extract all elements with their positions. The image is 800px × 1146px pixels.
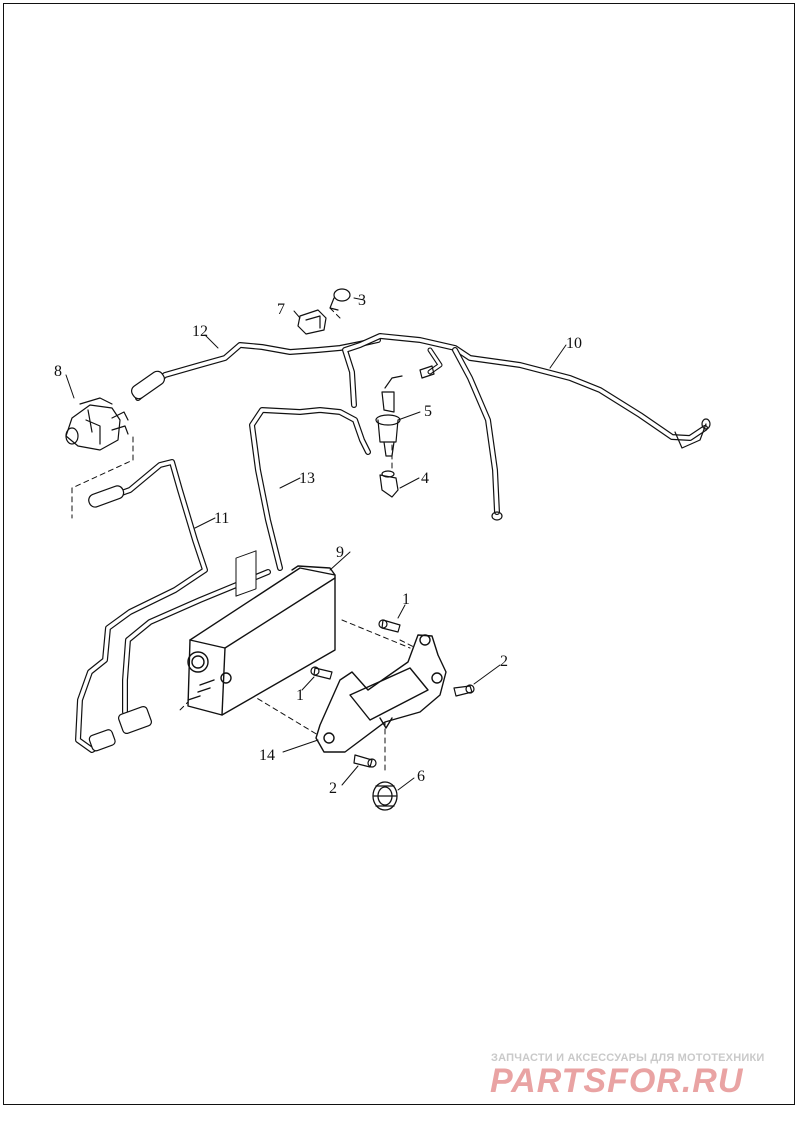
clip-7 xyxy=(297,309,327,335)
callout-14: 14 xyxy=(259,747,275,764)
elbow-4 xyxy=(379,470,399,498)
callout-13: 13 xyxy=(299,470,315,487)
callout-11: 11 xyxy=(214,510,229,527)
screw-1-lower xyxy=(310,666,333,680)
callout-9: 9 xyxy=(336,544,344,561)
callout-5: 5 xyxy=(424,403,432,420)
watermark-logo-text: PARTSFOR.RU xyxy=(490,1062,744,1098)
callout-4: 4 xyxy=(421,470,429,487)
callout-10: 10 xyxy=(566,335,582,352)
watermark-logo: PARTSFOR.RU xyxy=(490,1062,744,1098)
callout-1-lower: 1 xyxy=(296,687,304,704)
hose-13 xyxy=(249,407,371,571)
callout-8: 8 xyxy=(54,363,62,380)
callout-leaders xyxy=(65,297,567,791)
screw-2-lower xyxy=(353,754,377,768)
clamp-3 xyxy=(329,288,351,311)
callout-2-right: 2 xyxy=(500,653,508,670)
hose-12 xyxy=(130,337,381,401)
valve-5 xyxy=(375,365,435,457)
hose-10 xyxy=(342,333,711,521)
screw-2-right xyxy=(453,684,475,697)
callout-3: 3 xyxy=(358,292,366,309)
canister-9 xyxy=(187,550,336,716)
hose-11 xyxy=(75,459,271,753)
bracket-14 xyxy=(315,634,447,753)
callout-6: 6 xyxy=(417,768,425,785)
screw-1-upper xyxy=(378,619,401,633)
diagram-frame xyxy=(3,3,795,1105)
callout-2-lower: 2 xyxy=(329,780,337,797)
callout-12: 12 xyxy=(192,323,208,340)
grommet-6 xyxy=(372,781,398,811)
watermark-tagline: ЗАПЧАСТИ И АКСЕССУАРЫ ДЛЯ МОТОТЕХНИКИ xyxy=(491,1052,765,1064)
callout-7: 7 xyxy=(277,301,285,318)
callout-1-upper: 1 xyxy=(402,591,410,608)
purge-solenoid-8 xyxy=(65,397,129,451)
